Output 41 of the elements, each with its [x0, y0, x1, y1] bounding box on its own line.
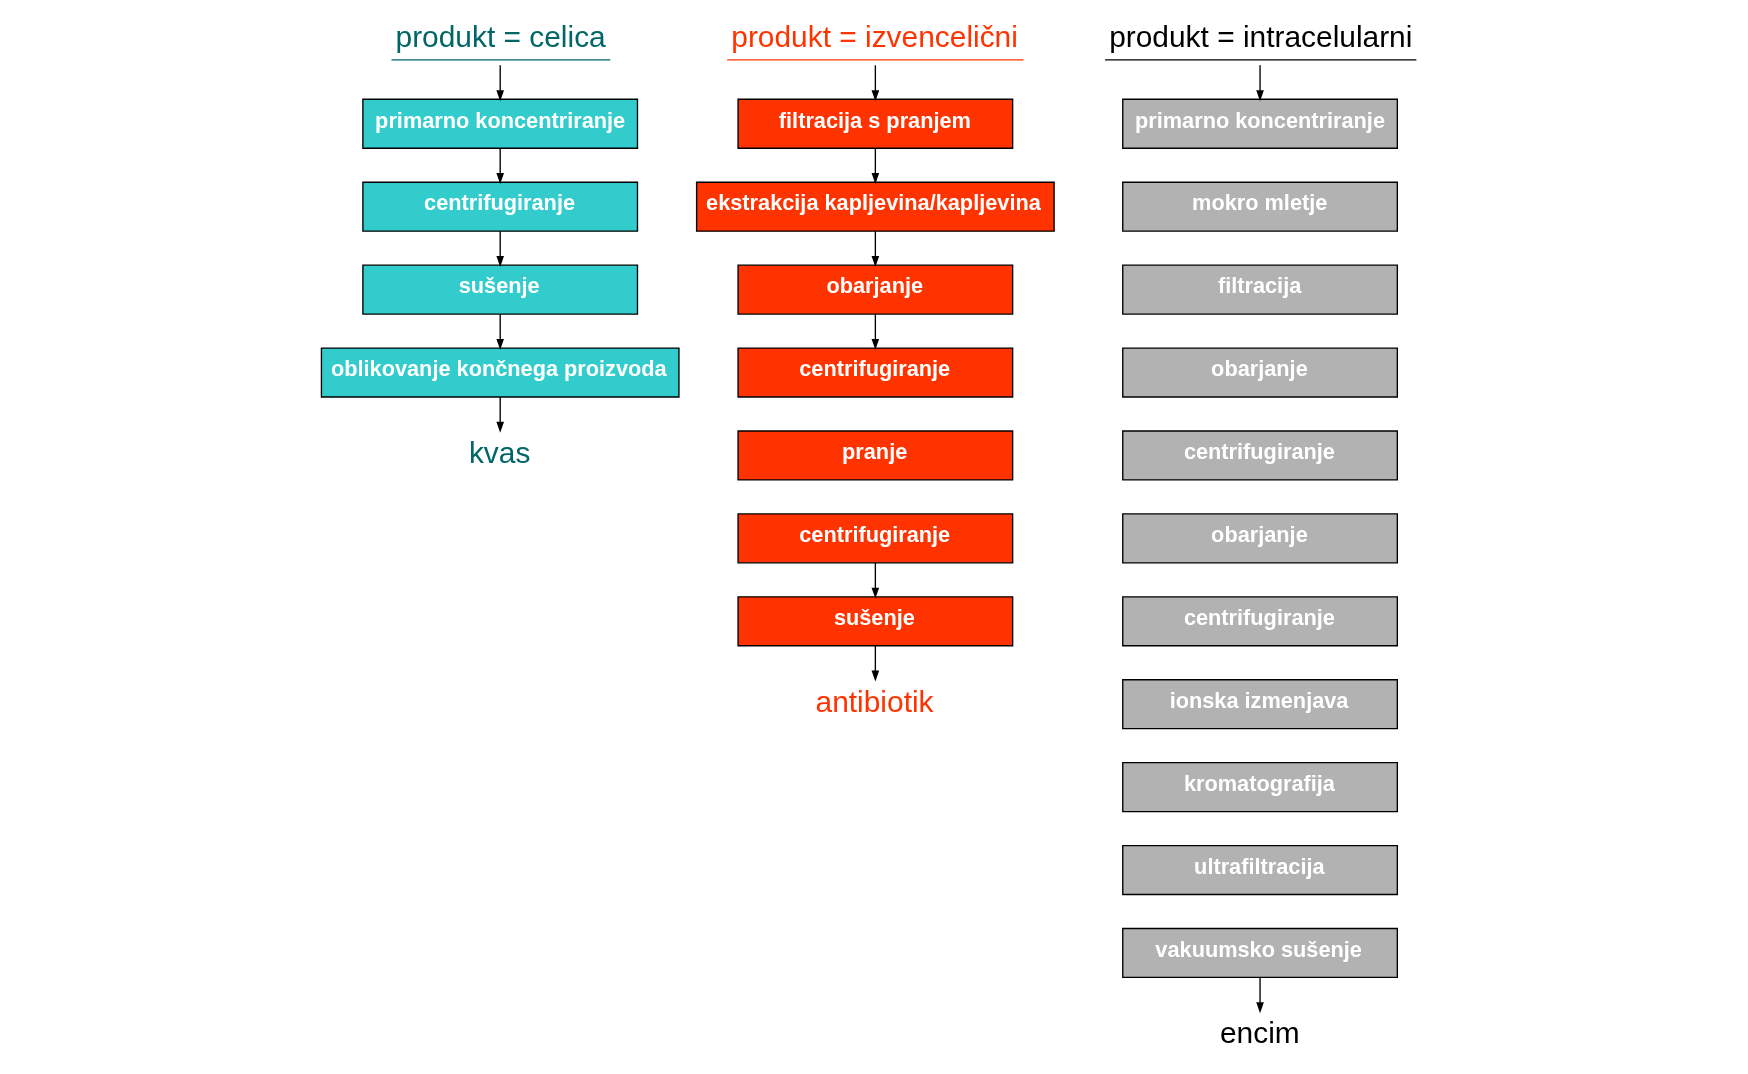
node-box: pranje — [737, 430, 1014, 481]
node-box: obarjanje — [1122, 347, 1398, 398]
arrow — [871, 562, 880, 599]
node-box: sušenje — [737, 596, 1014, 647]
arrow — [496, 64, 504, 102]
node-box: mokro mletje — [1122, 181, 1398, 232]
node-box: obarjanje — [737, 264, 1014, 315]
node-box: primarno koncentriranje — [1122, 98, 1398, 149]
node-text: antibiotik — [815, 684, 934, 718]
arrow — [496, 313, 504, 350]
node-box: primarno koncentriranje — [362, 98, 639, 149]
node-box: centrifugiranje — [1122, 430, 1398, 481]
node-text: kvas — [468, 436, 531, 470]
arrow — [871, 147, 880, 184]
arrow — [496, 230, 504, 267]
node-text: produkt = izvencelični — [731, 20, 1018, 54]
node-box: ionska izmenjava — [1122, 679, 1398, 730]
node-box: ultrafiltracija — [1122, 844, 1398, 896]
node-box: sušenje — [362, 264, 639, 315]
node-text: encim — [1219, 1016, 1300, 1050]
arrow — [871, 645, 880, 682]
arrow — [1256, 976, 1264, 1014]
node-box: oblikovanje končnega proizvoda — [320, 347, 680, 398]
arrow — [496, 147, 504, 184]
node-box: filtracija — [1122, 264, 1398, 315]
node-box: centrifugiranje — [737, 347, 1014, 398]
node-text: produkt = intracelularni — [1109, 20, 1413, 54]
arrow — [871, 313, 880, 350]
node-text: produkt = celica — [395, 20, 606, 54]
node-box: vakuumsko sušenje — [1122, 927, 1398, 979]
arrow — [496, 396, 504, 433]
arrow — [1256, 64, 1264, 102]
node-box: centrifugiranje — [737, 513, 1014, 564]
node-box: centrifugiranje — [362, 181, 639, 232]
arrow — [871, 230, 880, 267]
node-box: kromatografija — [1122, 761, 1398, 813]
node-box: ekstrakcija kapljevina/kapljevina — [695, 181, 1055, 232]
node-box: filtracija s pranjem — [737, 98, 1014, 149]
arrow — [871, 64, 880, 102]
node-box: obarjanje — [1122, 513, 1398, 564]
node-box: centrifugiranje — [1122, 596, 1398, 647]
